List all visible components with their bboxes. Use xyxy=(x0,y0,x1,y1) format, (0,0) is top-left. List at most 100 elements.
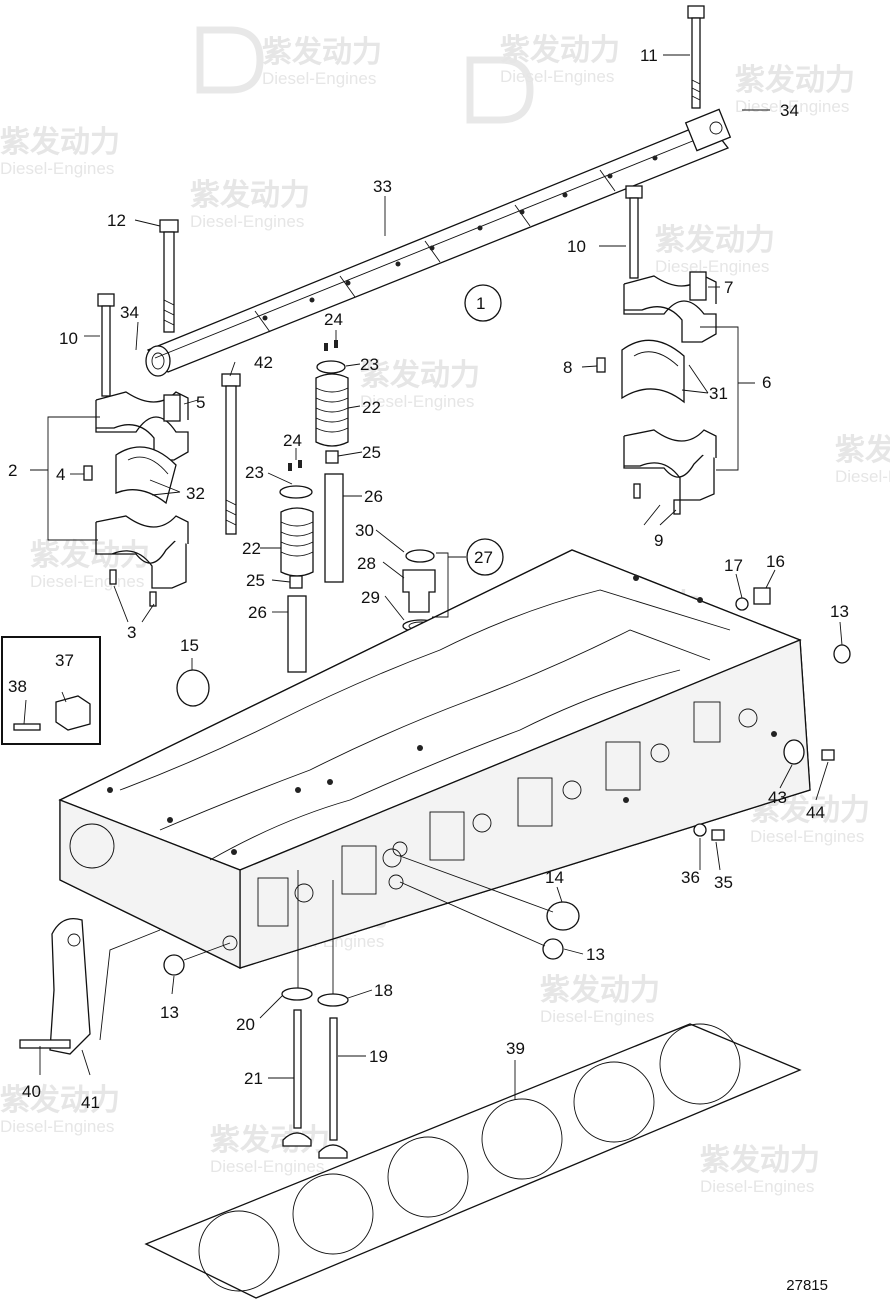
head-gasket xyxy=(144,1023,802,1299)
callout-37: 37 xyxy=(55,651,74,670)
callout-12: 12 xyxy=(107,211,126,230)
callout-2: 2 xyxy=(8,461,17,480)
callout-29: 29 xyxy=(361,588,380,607)
callout-3: 3 xyxy=(127,623,136,642)
bolt-42 xyxy=(221,373,241,535)
watermark-en: Diesel-Engines xyxy=(190,212,304,231)
watermark-tile: 紫发动力 Diesel-Engines xyxy=(196,26,382,94)
callout-22-lower: 22 xyxy=(242,539,261,558)
callout-30: 30 xyxy=(355,521,374,540)
watermark-en: Diesel-Engines xyxy=(0,159,114,178)
callout-28: 28 xyxy=(357,554,376,573)
watermark-en: Diesel-Engines xyxy=(210,1157,324,1176)
callout-41: 41 xyxy=(81,1093,100,1112)
bolt-10-left xyxy=(97,293,115,397)
callout-32: 32 xyxy=(186,484,205,503)
watermark-cn: 紫发动力 xyxy=(735,64,855,97)
callout-21: 21 xyxy=(244,1069,263,1088)
callout-10-left: 10 xyxy=(59,329,78,348)
watermark-tile: 紫发动力 Diesel-Engines xyxy=(0,1084,120,1136)
watermark-cn: 紫发动力 xyxy=(540,974,660,1007)
callout-26-top: 26 xyxy=(364,487,383,506)
callout-11: 11 xyxy=(640,46,658,65)
callout-38: 38 xyxy=(8,677,27,696)
watermark-tile: 紫发动力 Diesel-Engines xyxy=(30,539,150,591)
callout-6: 6 xyxy=(762,373,771,392)
watermark-cn: 紫发动力 xyxy=(0,126,120,159)
watermark-en: Diesel-Engines xyxy=(262,69,376,88)
callout-9: 9 xyxy=(654,531,663,550)
callout-20: 20 xyxy=(236,1015,255,1034)
watermark-logo-icon xyxy=(196,26,264,94)
cylinder-head-block xyxy=(58,549,811,970)
callout-13-right: 13 xyxy=(830,602,849,621)
callout-18: 18 xyxy=(374,981,393,1000)
leader-lines xyxy=(23,54,843,1100)
watermark-en: Diesel-Engines xyxy=(0,1117,114,1136)
callout-23-lower: 23 xyxy=(245,463,264,482)
callout-8: 8 xyxy=(563,358,572,377)
watermark-tile: 紫发动力 Diesel-Engines xyxy=(466,34,620,124)
callout-43: 43 xyxy=(768,788,787,807)
watermark-cn: 紫发动力 xyxy=(835,434,890,467)
callout-36: 36 xyxy=(681,868,700,887)
callout-25-top: 25 xyxy=(362,443,381,462)
watermark-cn: 紫发动力 xyxy=(360,359,480,392)
callout-22-top: 22 xyxy=(362,398,381,417)
bearing-bracket-left xyxy=(83,391,189,607)
watermark-en: Diesel-Engines xyxy=(835,467,890,486)
callout-19: 19 xyxy=(369,1047,388,1066)
watermark-tile: 紫发动力 Diesel-Engines xyxy=(700,1144,820,1196)
drawing-number: 27815 xyxy=(786,1277,828,1294)
callout-16: 16 xyxy=(766,552,785,571)
bolt-11 xyxy=(687,5,705,109)
callout-circle-1 xyxy=(464,284,502,322)
watermark-cn: 紫发动力 xyxy=(190,179,310,212)
callout-39: 39 xyxy=(506,1039,525,1058)
callout-44: 44 xyxy=(806,803,825,822)
watermark-tile: 紫发动力 Diesel-Engines xyxy=(540,974,660,1026)
watermark-en: Diesel-Engines xyxy=(735,97,849,116)
callout-33: 33 xyxy=(373,177,392,196)
callout-31: 31 xyxy=(709,384,728,403)
inset-clamp-detail xyxy=(1,636,101,745)
callout-40: 40 xyxy=(22,1082,41,1101)
callout-23-top: 23 xyxy=(360,355,379,374)
callout-15: 15 xyxy=(180,636,199,655)
watermark-en: Diesel-Engines xyxy=(360,392,474,411)
callout-34-right: 34 xyxy=(780,101,799,120)
watermark-cn: 紫发动力 xyxy=(0,1084,120,1117)
watermark-cn: 紫发动力 xyxy=(655,224,775,257)
watermark-en: Diesel-Engines xyxy=(700,1177,814,1196)
callout-25-lower: 25 xyxy=(246,571,265,590)
callout-27: 27 xyxy=(474,548,493,567)
callout-4: 4 xyxy=(56,465,65,484)
lifting-eye xyxy=(19,917,91,1055)
bolt-10-right xyxy=(625,185,643,279)
watermark-tile: 紫发动力 Diesel-Engines xyxy=(0,126,120,178)
watermark-tile: 紫发动力 Diesel-Engines xyxy=(655,224,775,276)
watermark-cn: 紫发动力 xyxy=(700,1144,820,1177)
bolt-12 xyxy=(159,219,179,333)
callout-17: 17 xyxy=(724,556,743,575)
bearing-bracket-right xyxy=(596,271,717,515)
callout-13-lower: 13 xyxy=(586,945,605,964)
watermark-tile: 紫发动力 Diesel-Engines xyxy=(750,794,870,846)
watermark-en: Diesel-Engines xyxy=(750,827,864,846)
watermark-tile: 紫发动力 Diesel-Engines xyxy=(190,179,310,231)
callout-26-lower: 26 xyxy=(248,603,267,622)
callout-34-left: 34 xyxy=(120,303,139,322)
callout-24-lower: 24 xyxy=(283,431,302,450)
watermark-cn: 紫发动力 xyxy=(500,34,620,67)
callout-24-top: 24 xyxy=(324,310,343,329)
callout-1: 1 xyxy=(476,294,485,313)
callout-42: 42 xyxy=(254,353,273,372)
callout-7: 7 xyxy=(724,278,733,297)
valve-train xyxy=(279,340,349,1159)
watermark-cn: 紫发动力 xyxy=(262,36,382,69)
watermark-tile: 紫发动力 Diesel-Engines xyxy=(210,1124,330,1176)
callout-circle-27 xyxy=(466,538,504,576)
callout-10-right: 10 xyxy=(567,237,586,256)
